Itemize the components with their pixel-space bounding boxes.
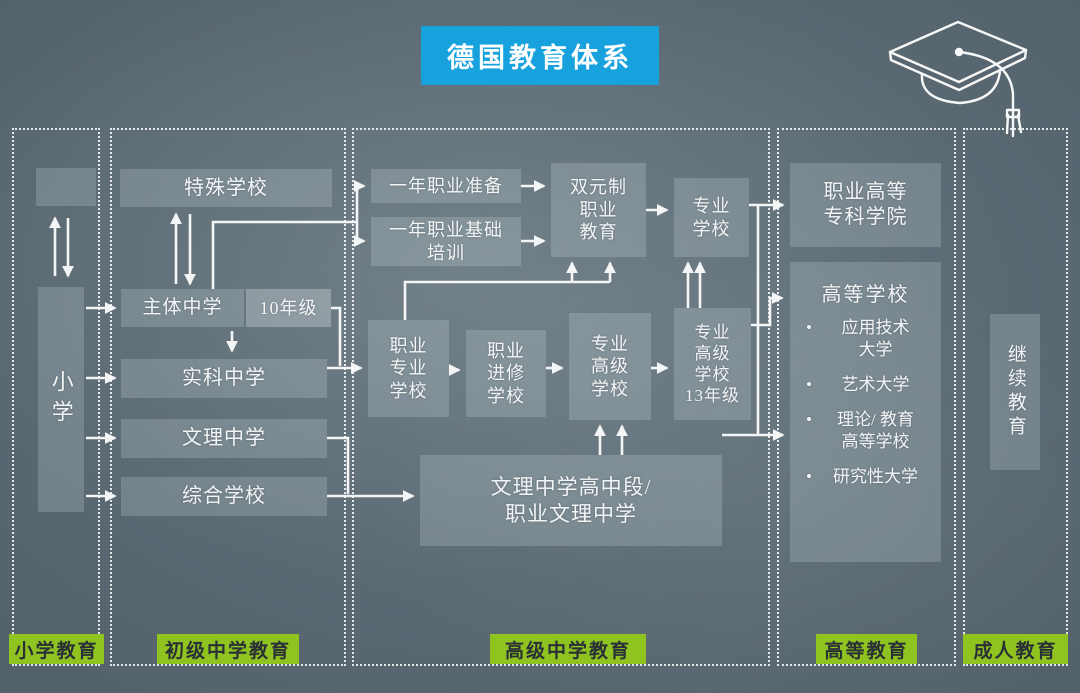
higher-ed-item-label: 研究性大学: [832, 467, 918, 487]
bullet-icon: •: [806, 410, 812, 430]
box-specialized-upper-school: 专业 高级 学校: [569, 313, 651, 420]
box-hauptschule: 主体中学: [121, 289, 244, 327]
higher-ed-item-label: 应用技术 大学: [841, 318, 910, 360]
box-special-school: 特殊学校: [120, 169, 332, 207]
box-one-year-vocational-prep: 一年职业准备: [371, 169, 521, 203]
box-gymnasium-upper-vocational: 文理中学高中段/ 职业文理中学: [420, 455, 722, 546]
box-higher-education: 高等学校 • 应用技术 大学 • 艺术大学 • 理论/ 教育 高等学校 • 研究…: [790, 262, 941, 562]
box-continuing-education: 继续教育: [990, 314, 1040, 470]
stage-label-adult: 成人教育: [963, 634, 1068, 664]
box-gymnasium: 文理中学: [121, 419, 327, 458]
higher-ed-item-label: 理论/ 教育 高等学校: [836, 410, 914, 452]
box-vocational-college: 职业高等 专科学院: [790, 163, 941, 247]
box-vocational-specialized-school: 职业 专业 学校: [368, 320, 449, 417]
higher-ed-item: • 应用技术 大学: [806, 317, 933, 361]
stage-label-primary: 小学教育: [9, 634, 104, 664]
diagram-title: 德国教育体系: [421, 26, 659, 85]
higher-ed-item: • 理论/ 教育 高等学校: [806, 409, 933, 453]
box-grade-10: 10年级: [246, 289, 331, 327]
higher-ed-item-label: 艺术大学: [841, 375, 910, 395]
higher-education-title: 高等学校: [821, 284, 910, 306]
bullet-icon: •: [806, 375, 812, 395]
stage-column-upper-secondary: [352, 128, 770, 666]
stage-column-higher: [777, 128, 956, 666]
stage-column-primary: [12, 128, 100, 666]
stage-column-lower-secondary: [110, 128, 346, 666]
box-one-year-vocational-basic: 一年职业基础 培训: [371, 217, 521, 266]
stage-label-lower-secondary: 初级中学教育: [157, 634, 299, 664]
stage-column-adult: [963, 128, 1068, 666]
box-specialized-school: 专业 学校: [674, 178, 749, 257]
graduation-cap-icon: [888, 20, 1028, 138]
bullet-icon: •: [806, 467, 812, 487]
box-comprehensive-school: 综合学校: [121, 477, 327, 516]
box-primary-school: 小学: [38, 287, 84, 512]
box-realschule: 实科中学: [121, 359, 327, 398]
box-vocational-further-school: 职业 进修 学校: [466, 330, 546, 417]
stage-label-upper-secondary: 高级中学教育: [490, 634, 646, 664]
primary-top-box: [36, 168, 96, 206]
box-dual-system-vocational: 双元制 职业 教育: [551, 163, 646, 257]
box-specialized-upper-school-g13: 专业 高级 学校 13年级: [674, 308, 751, 420]
higher-ed-item: • 艺术大学: [806, 374, 933, 396]
bullet-icon: •: [806, 318, 812, 337]
higher-education-list: • 应用技术 大学 • 艺术大学 • 理论/ 教育 高等学校 • 研究性大学: [790, 317, 941, 489]
stage-label-higher: 高等教育: [816, 634, 917, 664]
higher-ed-item: • 研究性大学: [806, 466, 933, 488]
